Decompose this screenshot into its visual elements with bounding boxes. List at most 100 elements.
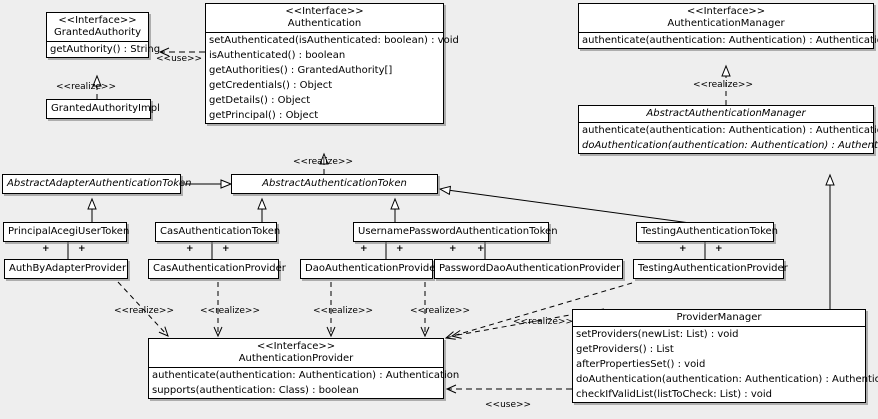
class-name: PasswordDaoAuthenticationProvider: [439, 263, 621, 274]
class-password-dao-authentication-provider[interactable]: PasswordDaoAuthenticationProvider: [434, 259, 623, 279]
class-header: <<Interface>> AuthenticationManager: [579, 4, 873, 32]
class-name: AbstractAuthenticationManager: [646, 108, 806, 119]
class-header: AbstractAdapterAuthenticationToken: [3, 175, 192, 193]
edge-label-use-granted-authority: <<use>>: [156, 54, 203, 64]
class-name: Authentication: [287, 18, 362, 29]
class-name: DaoAuthenticationProvider: [305, 263, 440, 274]
operation: getProviders() : List: [576, 344, 674, 355]
multiplicity-marker: +: [477, 244, 485, 254]
operation: getCredentials() : Object: [209, 80, 333, 91]
edge-label-realize-password-dao: <<realize>>: [410, 306, 470, 316]
edge-label-realize-provider-manager: <<realize>>: [513, 317, 573, 327]
class-abstract-authentication-manager[interactable]: AbstractAuthenticationManager authentica…: [578, 105, 878, 154]
operation: setAuthenticated(isAuthenticated: boolea…: [209, 35, 459, 46]
operations-compartment: authenticate(authentication: Authenticat…: [579, 32, 878, 48]
class-granted-authority-impl[interactable]: GrantedAuthorityImpl: [46, 99, 160, 119]
edge-label-realize-abstract-authentication-manager: <<realize>>: [693, 80, 753, 90]
stereotype-label: <<Interface>>: [285, 6, 364, 17]
class-header: CasAuthenticationProvider: [149, 260, 286, 278]
operations-compartment: setProviders(newList: List) : void getPr…: [573, 326, 878, 402]
class-authentication[interactable]: <<Interface>> Authentication setAuthenti…: [205, 3, 459, 124]
class-name: GrantedAuthority: [53, 27, 142, 38]
class-abstract-authentication-token[interactable]: AbstractAuthenticationToken: [231, 174, 438, 194]
edge-label-realize-auth-by-adapter: <<realize>>: [114, 306, 174, 316]
class-header: <<Interface>> Authentication: [206, 4, 443, 32]
class-name: ProviderManager: [676, 312, 762, 323]
class-auth-by-adapter-provider[interactable]: AuthByAdapterProvider: [4, 259, 128, 279]
class-name: GrantedAuthorityImpl: [51, 103, 160, 114]
class-header: CasAuthenticationToken: [156, 223, 281, 241]
class-authentication-manager[interactable]: <<Interface>> AuthenticationManager auth…: [578, 3, 878, 49]
class-header: AbstractAuthenticationManager: [579, 106, 873, 122]
class-granted-authority[interactable]: <<Interface>> GrantedAuthority getAuthor…: [46, 12, 161, 58]
class-name: UsernamePasswordAuthenticationToken: [358, 226, 558, 237]
class-name: TestingAuthenticationProvider: [638, 263, 788, 274]
class-header: AuthByAdapterProvider: [5, 260, 127, 278]
operation: authenticate(authentication: Authenticat…: [582, 35, 878, 46]
class-header: TestingAuthenticationToken: [637, 223, 779, 241]
class-header: UsernamePasswordAuthenticationToken: [354, 223, 558, 241]
operation: supports(authentication: Class) : boolea…: [152, 385, 359, 396]
operation: authenticate(authentication: Authenticat…: [582, 125, 878, 136]
class-testing-authentication-provider[interactable]: TestingAuthenticationProvider: [633, 259, 788, 279]
class-testing-authentication-token[interactable]: TestingAuthenticationToken: [636, 222, 779, 242]
multiplicity-marker: +: [222, 244, 230, 254]
class-name: TestingAuthenticationToken: [641, 226, 779, 237]
operations-compartment: authenticate(authentication: Authenticat…: [149, 367, 460, 398]
operation: setProviders(newList: List) : void: [576, 329, 739, 340]
multiplicity-marker: +: [186, 244, 194, 254]
operation: doAuthentication(authentication: Authent…: [582, 140, 878, 151]
class-header: AbstractAuthenticationToken: [232, 175, 437, 193]
stereotype-label: <<Interface>>: [686, 6, 766, 17]
class-header: PrincipalAcegiUserToken: [4, 223, 130, 241]
class-header: TestingAuthenticationProvider: [634, 260, 788, 278]
multiplicity-marker: +: [78, 244, 86, 254]
class-username-password-authentication-token[interactable]: UsernamePasswordAuthenticationToken: [353, 222, 558, 242]
class-name: AbstractAuthenticationToken: [262, 178, 407, 189]
operation: getAuthorities() : GrantedAuthority[]: [209, 65, 393, 76]
stereotype-label: <<Interface>>: [58, 15, 137, 26]
operation: authenticate(authentication: Authenticat…: [152, 370, 460, 381]
class-cas-authentication-provider[interactable]: CasAuthenticationProvider: [148, 259, 286, 279]
class-name: CasAuthenticationProvider: [153, 263, 286, 274]
class-name: PrincipalAcegiUserToken: [8, 226, 130, 237]
class-authentication-provider[interactable]: <<Interface>> AuthenticationProvider aut…: [148, 338, 460, 399]
edge-label-realize-dao: <<realize>>: [313, 306, 373, 316]
class-header: DaoAuthenticationProvider: [301, 260, 440, 278]
class-header: ProviderManager: [573, 310, 865, 326]
edge-label-use-provider-manager: <<use>>: [485, 400, 532, 410]
operation: isAuthenticated() : boolean: [209, 50, 346, 61]
class-name: AuthByAdapterProvider: [9, 263, 127, 274]
operation: getDetails() : Object: [209, 95, 311, 106]
operation: afterPropertiesSet() : void: [576, 359, 706, 370]
class-cas-authentication-token[interactable]: CasAuthenticationToken: [155, 222, 281, 242]
multiplicity-marker: +: [449, 244, 457, 254]
operations-compartment: setAuthenticated(isAuthenticated: boolea…: [206, 32, 459, 123]
stereotype-label: <<Interface>>: [256, 341, 336, 352]
class-name: AbstractAdapterAuthenticationToken: [7, 178, 192, 189]
class-name: AuthenticationProvider: [238, 353, 354, 364]
operations-compartment: getAuthority() : String: [47, 41, 161, 57]
multiplicity-marker: +: [715, 244, 723, 254]
class-name: AuthenticationManager: [667, 18, 785, 29]
class-dao-authentication-provider[interactable]: DaoAuthenticationProvider: [300, 259, 440, 279]
edge-label-realize-cas: <<realize>>: [200, 306, 260, 316]
class-principal-acegi-user-token[interactable]: PrincipalAcegiUserToken: [3, 222, 130, 242]
multiplicity-marker: +: [396, 244, 404, 254]
operation: doAuthentication(authentication: Authent…: [576, 374, 878, 385]
operation: checkIfValidList(listToCheck: List) : vo…: [576, 389, 773, 400]
edge-label-realize-abstract-authentication-token: <<realize>>: [293, 157, 353, 167]
multiplicity-marker: +: [679, 244, 687, 254]
operations-compartment: authenticate(authentication: Authenticat…: [579, 122, 878, 153]
operation: getAuthority() : String: [50, 44, 161, 55]
class-header: PasswordDaoAuthenticationProvider: [435, 260, 622, 278]
class-name: CasAuthenticationToken: [160, 226, 281, 237]
class-abstract-adapter-authentication-token[interactable]: AbstractAdapterAuthenticationToken: [2, 174, 192, 194]
class-provider-manager[interactable]: ProviderManager setProviders(newList: Li…: [572, 309, 878, 403]
class-header: GrantedAuthorityImpl: [47, 100, 160, 118]
multiplicity-marker: +: [360, 244, 368, 254]
multiplicity-marker: +: [42, 244, 50, 254]
edge-label-realize-granted-authority-impl: <<realize>>: [56, 82, 116, 92]
class-header: <<Interface>> GrantedAuthority: [47, 13, 148, 41]
